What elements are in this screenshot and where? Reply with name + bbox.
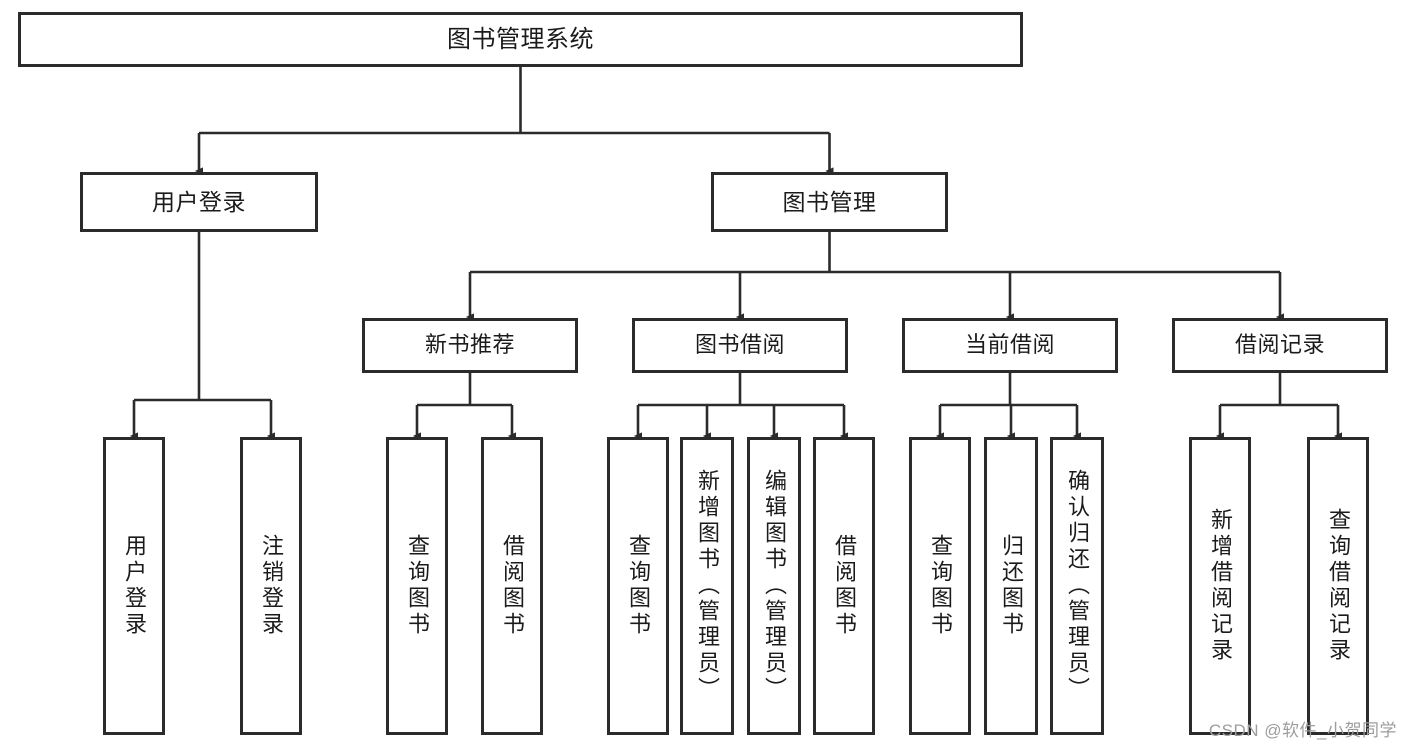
node-label: 用户登录 xyxy=(122,534,147,638)
node-label: 当前借阅 xyxy=(964,332,1055,358)
node-bookmgmt[interactable]: 图书管理 xyxy=(711,172,948,232)
node-label: 图书管理系统 xyxy=(447,25,594,53)
node-login[interactable]: 用户登录 xyxy=(80,172,318,232)
node-l-qbook2[interactable]: 查询图书 xyxy=(607,437,669,735)
node-label: 用户登录 xyxy=(152,188,246,215)
node-label: 归还图书 xyxy=(999,534,1024,638)
node-label: 借阅图书 xyxy=(832,534,857,638)
node-label: 查询图书 xyxy=(405,534,430,638)
node-newbook[interactable]: 新书推荐 xyxy=(362,318,578,373)
node-label: 注销登录 xyxy=(259,534,284,638)
node-label: 图书管理 xyxy=(782,188,877,215)
node-l-login[interactable]: 用户登录 xyxy=(103,437,165,735)
node-label: 查询借阅记录 xyxy=(1326,508,1351,664)
node-l-qbook3[interactable]: 查询图书 xyxy=(909,437,971,735)
node-label: 编辑图书（管理员） xyxy=(762,469,787,703)
node-label: 查询图书 xyxy=(626,534,651,638)
node-l-return[interactable]: 归还图书 xyxy=(984,437,1038,735)
node-l-addbook[interactable]: 新增图书（管理员） xyxy=(680,437,734,735)
node-label: 新增图书（管理员） xyxy=(695,469,720,703)
node-l-bbook1[interactable]: 借阅图书 xyxy=(481,437,543,735)
node-l-qbook1[interactable]: 查询图书 xyxy=(386,437,448,735)
node-l-qrec[interactable]: 查询借阅记录 xyxy=(1307,437,1369,735)
node-label: 查询图书 xyxy=(928,534,953,638)
node-l-editbook[interactable]: 编辑图书（管理员） xyxy=(747,437,801,735)
watermark: CSDN @软件_小贺同学 xyxy=(1208,721,1397,740)
connector-lines xyxy=(129,67,1343,440)
node-l-addrec[interactable]: 新增借阅记录 xyxy=(1189,437,1251,735)
node-label: 新书推荐 xyxy=(424,332,515,358)
node-label: 借阅图书 xyxy=(500,534,525,638)
node-l-confirm[interactable]: 确认归还（管理员） xyxy=(1050,437,1104,735)
node-borrow[interactable]: 图书借阅 xyxy=(632,318,848,373)
node-l-bbook2[interactable]: 借阅图书 xyxy=(813,437,875,735)
node-l-logout[interactable]: 注销登录 xyxy=(240,437,302,735)
node-label: 借阅记录 xyxy=(1234,332,1325,358)
node-label: 图书借阅 xyxy=(694,332,785,358)
node-root[interactable]: 图书管理系统 xyxy=(18,12,1023,67)
node-current[interactable]: 当前借阅 xyxy=(902,318,1118,373)
node-label: 新增借阅记录 xyxy=(1208,508,1233,664)
node-records[interactable]: 借阅记录 xyxy=(1172,318,1388,373)
node-label: 确认归还（管理员） xyxy=(1065,469,1090,703)
